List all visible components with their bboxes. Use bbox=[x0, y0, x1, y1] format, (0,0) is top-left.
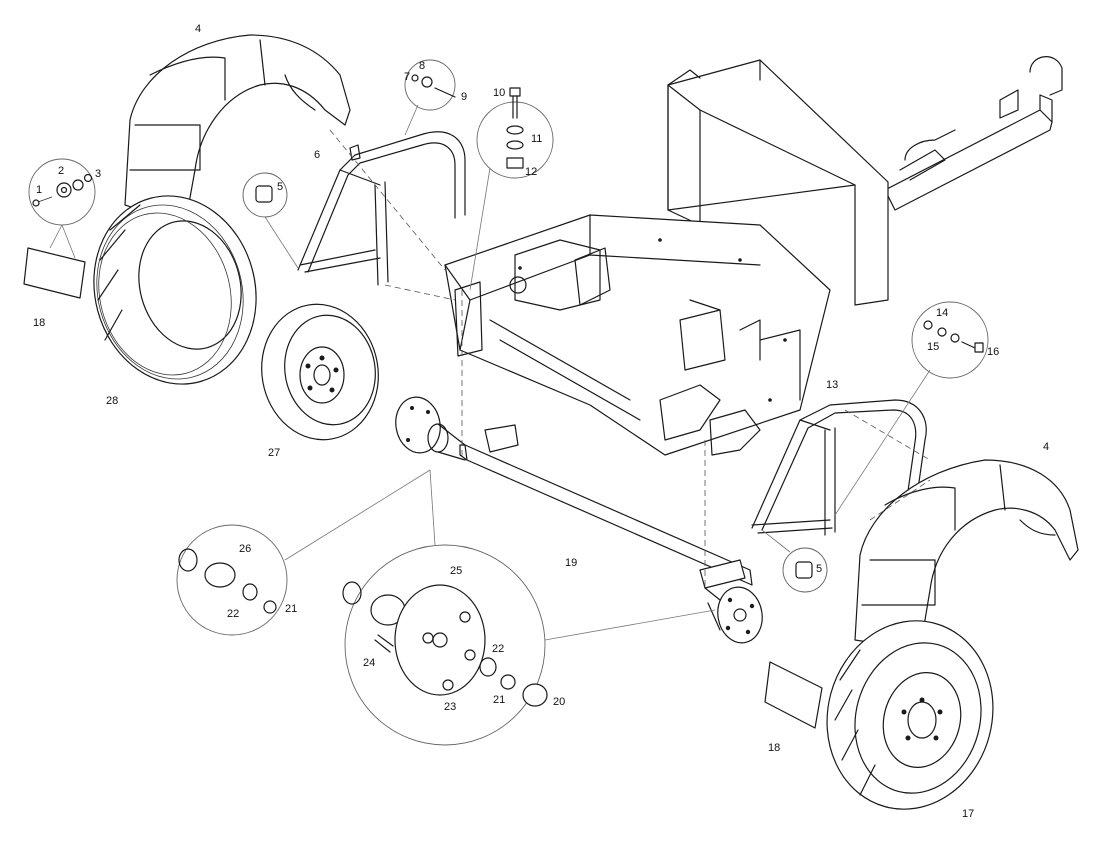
label-13: 13 bbox=[826, 379, 838, 391]
label-23: 23 bbox=[444, 701, 456, 713]
callout-cap-right bbox=[761, 529, 828, 593]
label-19: 19 bbox=[565, 557, 577, 569]
assembly-lines bbox=[329, 129, 931, 590]
callout-bolt-stack bbox=[469, 87, 554, 291]
part-labels: 1 2 3 4 4 5 5 6 7 8 9 10 11 12 13 14 15 … bbox=[33, 23, 1049, 820]
callout-bolt-top bbox=[404, 59, 456, 136]
callout-hub-assembly bbox=[342, 469, 716, 746]
callout-bolt-right bbox=[834, 301, 989, 516]
label-7: 7 bbox=[404, 71, 410, 83]
fender-bracket-right bbox=[751, 399, 927, 536]
axle bbox=[395, 396, 763, 644]
fender-bracket-left bbox=[297, 131, 466, 286]
label-18-right: 18 bbox=[768, 742, 780, 754]
label-4-right: 4 bbox=[1043, 441, 1049, 453]
label-4-left: 4 bbox=[195, 23, 201, 35]
label-26: 26 bbox=[239, 543, 251, 555]
label-24: 24 bbox=[363, 657, 375, 669]
label-28: 28 bbox=[106, 395, 118, 407]
label-21-small: 21 bbox=[285, 603, 297, 615]
callout-bearing-small bbox=[176, 469, 431, 636]
callout-bolt-washer-left bbox=[28, 158, 96, 259]
label-2: 2 bbox=[58, 165, 64, 177]
label-10: 10 bbox=[493, 87, 505, 99]
label-17: 17 bbox=[962, 808, 974, 820]
label-21-hub: 21 bbox=[493, 694, 505, 706]
label-1: 1 bbox=[36, 184, 42, 196]
label-14: 14 bbox=[936, 307, 948, 319]
label-11: 11 bbox=[531, 133, 542, 145]
label-25: 25 bbox=[450, 565, 462, 577]
label-5-left: 5 bbox=[277, 181, 283, 193]
label-22-small: 22 bbox=[227, 608, 239, 620]
chassis-frame bbox=[444, 56, 1063, 456]
label-18-left: 18 bbox=[33, 317, 45, 329]
label-8: 8 bbox=[419, 60, 425, 72]
tyre-right bbox=[826, 620, 994, 810]
fender-right bbox=[854, 459, 1079, 651]
tyre-left bbox=[93, 195, 257, 385]
label-6: 6 bbox=[314, 149, 320, 161]
fender-left bbox=[124, 34, 351, 226]
label-27: 27 bbox=[268, 447, 280, 459]
label-20: 20 bbox=[553, 696, 565, 708]
callout-cap-left bbox=[242, 172, 299, 269]
label-5-right: 5 bbox=[816, 563, 822, 575]
label-9: 9 bbox=[461, 91, 467, 103]
mudflap-left bbox=[23, 247, 86, 299]
label-16: 16 bbox=[987, 346, 999, 358]
label-22-hub: 22 bbox=[492, 643, 504, 655]
label-12: 12 bbox=[525, 166, 537, 178]
label-15: 15 bbox=[927, 341, 939, 353]
mudflap-right bbox=[764, 661, 823, 729]
wheel-rim-left bbox=[261, 303, 379, 441]
label-3: 3 bbox=[95, 168, 101, 180]
